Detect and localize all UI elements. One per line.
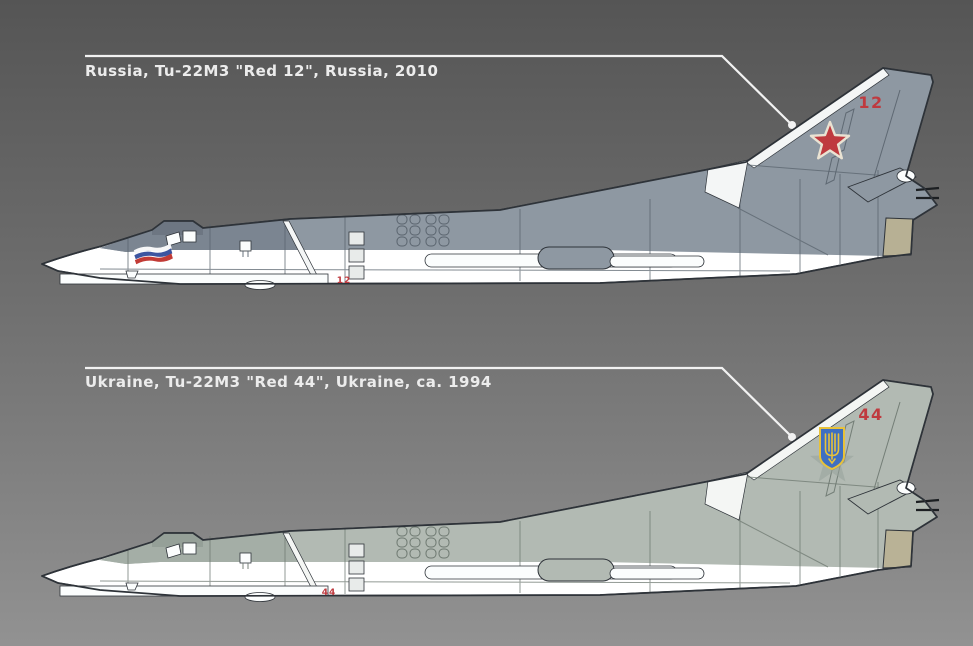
fuselage-outline bbox=[41, 379, 938, 597]
fin-number: 12 bbox=[858, 93, 883, 112]
fuselage-vent bbox=[348, 248, 365, 263]
tail-gun bbox=[915, 186, 940, 200]
markings-ukraine: 44 44 bbox=[322, 405, 883, 598]
fin-number: 44 bbox=[858, 405, 883, 424]
callout-ukraine bbox=[85, 366, 796, 441]
cockpit-window bbox=[182, 230, 197, 243]
fuselage-vent bbox=[348, 231, 365, 246]
ukraine-trident-icon bbox=[819, 427, 845, 471]
station-lines bbox=[99, 164, 903, 282]
callout-dot-russia bbox=[788, 121, 796, 129]
gear-door-number: 12 bbox=[337, 276, 352, 286]
antenna-box bbox=[239, 240, 252, 252]
upper-camouflage bbox=[100, 68, 937, 256]
engine-nozzle bbox=[882, 529, 914, 569]
wing-swept-panel bbox=[704, 471, 749, 521]
wing-swept-panel bbox=[704, 159, 749, 209]
airframe bbox=[41, 67, 940, 290]
upper-camouflage bbox=[100, 380, 937, 568]
callout-line-russia bbox=[85, 54, 793, 126]
nose-vane bbox=[125, 582, 139, 591]
main-gear-pod bbox=[537, 246, 615, 270]
aircraft-ukraine-tu22m3: 44 44 bbox=[41, 379, 940, 602]
windshield bbox=[165, 231, 182, 247]
gear-bay-bump bbox=[244, 592, 276, 602]
callout-dot-ukraine bbox=[788, 433, 796, 441]
red-star-icon bbox=[809, 120, 851, 160]
cockpit-window bbox=[182, 542, 197, 555]
airframe bbox=[41, 379, 940, 602]
fuselage-vent bbox=[348, 543, 365, 558]
callout-russia bbox=[85, 54, 796, 129]
label-russia-scheme: Russia, Tu-22M3 "Red 12", Russia, 2010 bbox=[85, 62, 439, 80]
gear-door-number: 44 bbox=[322, 588, 337, 598]
fuselage-vent bbox=[348, 265, 365, 280]
aircraft-russia-tu22m3: 12 12 bbox=[41, 67, 940, 290]
aft-pod bbox=[609, 567, 705, 580]
nose-vane bbox=[125, 270, 139, 279]
gear-bay-bump bbox=[244, 280, 276, 290]
antenna-box bbox=[239, 552, 252, 564]
nose-gear-door bbox=[59, 585, 329, 597]
russian-flag-icon bbox=[133, 243, 173, 265]
station-lines bbox=[99, 476, 903, 594]
fuselage-vent bbox=[348, 577, 365, 592]
antenna-legs bbox=[242, 563, 249, 569]
fuselage-vent bbox=[348, 560, 365, 575]
tail-gun bbox=[915, 498, 940, 512]
fuselage-outline bbox=[41, 67, 938, 285]
callout-line-ukraine bbox=[85, 366, 793, 438]
markings-russia: 12 12 bbox=[133, 93, 883, 286]
windshield bbox=[165, 543, 182, 559]
label-ukraine-scheme: Ukraine, Tu-22M3 "Red 44", Ukraine, ca. … bbox=[85, 373, 492, 391]
main-gear-pod bbox=[537, 558, 615, 582]
engine-nozzle bbox=[882, 217, 914, 257]
aft-pod bbox=[609, 255, 705, 268]
nose-gear-door bbox=[59, 273, 329, 285]
antenna-legs bbox=[242, 251, 249, 257]
